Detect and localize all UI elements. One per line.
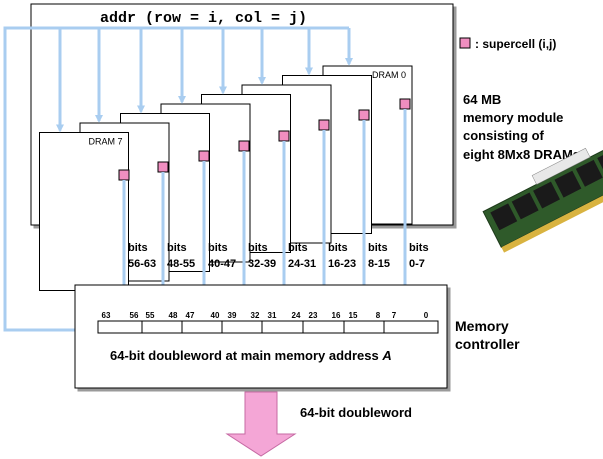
register-bit-number: 24: [292, 311, 301, 320]
register-cells: [97, 320, 439, 334]
supercell: [157, 161, 169, 173]
output-arrow: [225, 391, 297, 457]
controller-register-box: [74, 284, 448, 389]
supercell: [118, 169, 130, 181]
register-bit-number: 32: [251, 311, 260, 320]
module-line-2: memory module: [463, 110, 563, 125]
bit-group-range: 56-63: [128, 258, 156, 270]
register-bit-number: 48: [169, 311, 178, 320]
bit-group-range: 24-31: [288, 258, 316, 270]
memory-controller-label-1: Memory: [455, 318, 509, 334]
bit-group-label: bits: [208, 242, 228, 254]
bit-group-labels: bits 56-63 bits 48-55 bits 40-47 bits 32-39 bits…: [128, 242, 429, 270]
module-line-1: 64 MB: [463, 92, 501, 107]
supercell: [278, 130, 290, 142]
register-caption: 64-bit doubleword at main memory address…: [110, 348, 392, 363]
register-bit-number: 31: [268, 311, 277, 320]
supercell: [238, 140, 250, 152]
bit-group-label: bits: [328, 242, 348, 254]
output-label: 64-bit doubleword: [300, 405, 412, 420]
bit-group-label: bits: [248, 242, 268, 254]
register-bit-number: 15: [349, 311, 358, 320]
register-bit-number: 7: [392, 311, 397, 320]
dram-label: DRAM 7: [88, 137, 122, 147]
memory-controller-label-2: controller: [455, 336, 520, 352]
dram-label: DRAM 0: [372, 70, 406, 80]
register-bit-number: 0: [424, 311, 429, 320]
bit-group-label: bits: [167, 242, 187, 254]
supercell: [318, 119, 330, 131]
dram-chip: DRAM 7: [39, 132, 129, 291]
register-bit-number: 23: [309, 311, 318, 320]
bit-group-range: 8-15: [368, 258, 390, 270]
supercell: [358, 109, 370, 121]
register-bit-number: 16: [332, 311, 341, 320]
bit-group-range: 48-55: [167, 258, 195, 270]
supercell-legend-swatch: [459, 37, 471, 49]
supercell-legend-label: : supercell (i,j): [475, 37, 556, 51]
dram-chips: DRAM 0 DRAM 7: [39, 65, 413, 291]
register-bit-number: 55: [146, 311, 155, 320]
bit-group-label: bits: [128, 242, 148, 254]
supercell: [399, 98, 411, 110]
bit-group-label: bits: [409, 242, 429, 254]
address-title: addr (row = i, col = j): [100, 10, 307, 27]
module-line-3: consisting of: [463, 128, 545, 143]
register-bit-numbers: 63 56 55 48 47 40 39 32 31 24 23 16 15 8 7 0: [102, 311, 429, 320]
controller-address-wire: [3, 26, 349, 332]
register-cell-dividers: [141, 321, 385, 333]
bit-group-range: 16-23: [328, 258, 356, 270]
bit-group-range: 32-39: [248, 258, 276, 270]
register-bit-number: 56: [130, 311, 139, 320]
register-bit-number: 63: [102, 311, 111, 320]
register-bit-number: 39: [228, 311, 237, 320]
bit-group-label: bits: [288, 242, 308, 254]
bit-group-range: 0-7: [409, 258, 425, 270]
ram-stick-icon: [482, 142, 603, 253]
bit-group-range: 40-47: [208, 258, 236, 270]
register-bit-number: 8: [376, 311, 381, 320]
register-bit-number: 40: [211, 311, 220, 320]
module-line-4: eight 8Mx8 DRAMs: [463, 147, 580, 162]
supercell: [198, 150, 210, 162]
bit-group-label: bits: [368, 242, 388, 254]
register-bit-number: 47: [186, 311, 195, 320]
